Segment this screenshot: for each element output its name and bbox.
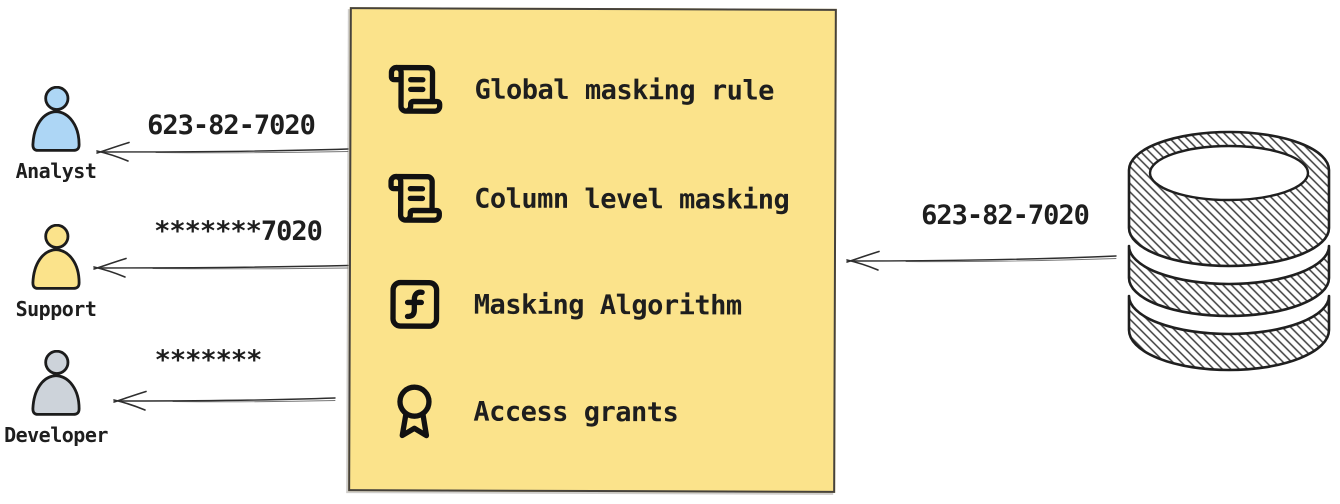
scroll-icon [388,173,442,223]
person-icon [31,350,81,416]
masking-item-label: Column level masking [474,183,790,216]
masking-item-access-grants: Access grants [385,376,805,447]
arrow-db-to-box [846,250,1117,271]
persona-label: Support [15,297,97,321]
persona-analyst: Analyst [0,86,112,183]
masking-item-label: Access grants [473,396,679,428]
person-icon [31,86,81,152]
masked-value-developer: ******* [154,345,263,376]
persona-label: Developer [4,423,108,447]
masking-item-label: Masking Algorithm [473,289,742,322]
function-icon [390,279,440,329]
persona-label: Analyst [15,159,97,183]
award-icon [397,384,432,439]
masking-item-label: Global masking rule [474,74,774,107]
masking-item-algorithm: Masking Algorithm [386,269,806,340]
masking-box: Global masking rule Column level masking… [348,7,837,493]
scroll-icon [388,64,443,114]
db-outgoing-value: 623-82-7020 [921,200,1090,231]
person-icon [31,224,81,290]
masking-item-column-masking: Column level masking [386,163,806,234]
persona-support: Support [0,224,112,321]
arrow-to-support [93,257,349,278]
arrow-to-analyst [96,141,349,162]
masked-value-analyst: 623-82-7020 [147,110,316,141]
persona-developer: Developer [0,350,112,447]
masked-value-support: *******7020 [154,216,323,247]
arrow-to-developer [113,390,336,411]
masking-item-global-rule: Global masking rule [386,54,806,125]
database-icon [1127,130,1331,372]
